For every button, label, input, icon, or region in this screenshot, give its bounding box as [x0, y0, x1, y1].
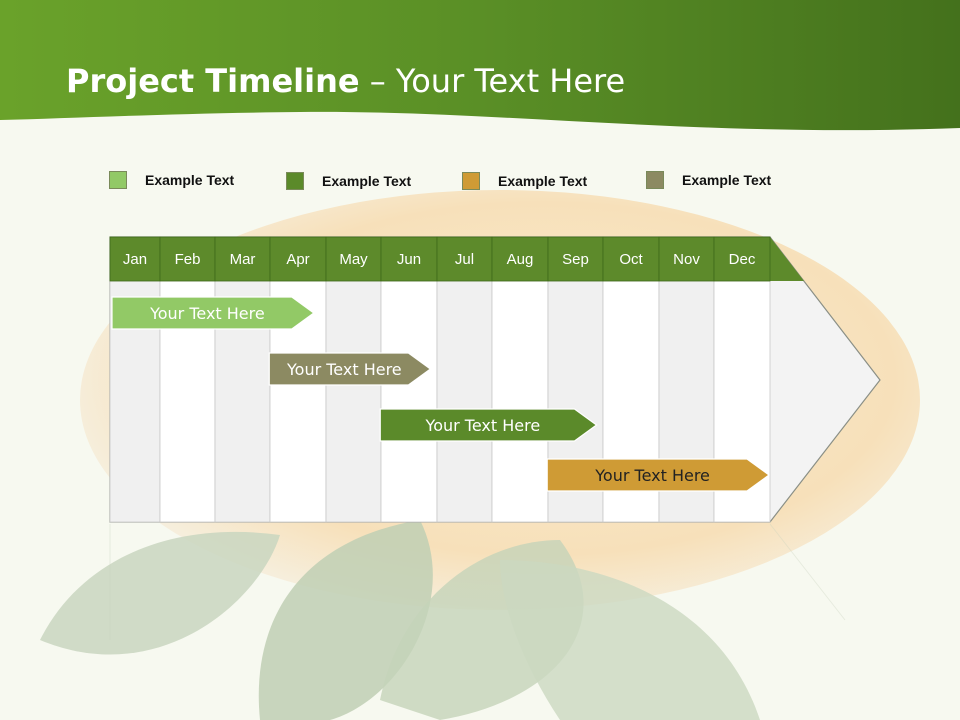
month-header-cell	[214, 236, 271, 282]
month-column	[325, 280, 382, 523]
timeline-bar: Your Text Here	[546, 458, 771, 492]
timeline-bar-shape	[111, 296, 315, 330]
month-label: Feb	[175, 251, 201, 268]
month-label: Nov	[673, 251, 700, 268]
legend-swatch	[109, 171, 127, 189]
month-header-cell	[658, 236, 715, 282]
leaf-shape	[500, 560, 760, 720]
title-bold: Project Timeline	[66, 62, 360, 100]
legend-label: Example Text	[498, 173, 588, 189]
timeline-reflection	[109, 523, 846, 640]
month-label: May	[339, 251, 368, 268]
legend-swatch	[462, 172, 480, 190]
month-header-cell	[380, 236, 438, 282]
month-header-cell	[159, 236, 216, 282]
month-column	[380, 280, 438, 523]
title-rest: – Your Text Here	[359, 62, 626, 100]
month-label: Oct	[619, 251, 643, 268]
page-title: Project Timeline – Your Text Here	[66, 58, 625, 104]
month-header-cell	[713, 236, 771, 282]
legend-label: Example Text	[682, 172, 772, 188]
timeline-bar: Your Text Here	[379, 408, 598, 442]
month-header-cell	[109, 236, 161, 282]
month-column	[436, 280, 493, 523]
month-label: Jul	[455, 251, 474, 268]
month-label: Jun	[397, 251, 421, 268]
month-label: Sep	[562, 251, 589, 268]
legend-swatch	[646, 171, 664, 189]
timeline-bar-label: Your Text Here	[425, 416, 541, 435]
leaf-shape	[40, 531, 280, 655]
legend-label: Example Text	[145, 172, 235, 188]
timeline-bar: Your Text Here	[111, 296, 315, 330]
timeline-bar-label: Your Text Here	[594, 466, 710, 485]
month-label: Aug	[507, 251, 534, 268]
month-column	[491, 280, 549, 523]
month-label: Apr	[286, 251, 309, 268]
month-header-cell	[325, 236, 382, 282]
month-header-tip	[770, 237, 804, 281]
timeline-bar-shape	[379, 408, 598, 442]
timeline-bar-shape	[546, 458, 771, 492]
timeline-bar-shape	[268, 352, 432, 386]
timeline-bar-label: Your Text Here	[149, 304, 265, 323]
timeline-bar-label: Your Text Here	[286, 360, 402, 379]
timeline-bar: Your Text Here	[268, 352, 432, 386]
month-label: Dec	[729, 251, 756, 268]
month-header: Jan Feb Mar Apr May Jun Jul Aug Sep Oct Nov Dec	[109, 236, 804, 282]
month-label: Mar	[230, 251, 256, 268]
month-label: Jan	[123, 251, 147, 268]
header-band	[0, 0, 960, 131]
month-header-cell	[547, 236, 604, 282]
month-header-cell	[602, 236, 660, 282]
legend-label: Example Text	[322, 173, 412, 189]
legend-swatch	[286, 172, 304, 190]
